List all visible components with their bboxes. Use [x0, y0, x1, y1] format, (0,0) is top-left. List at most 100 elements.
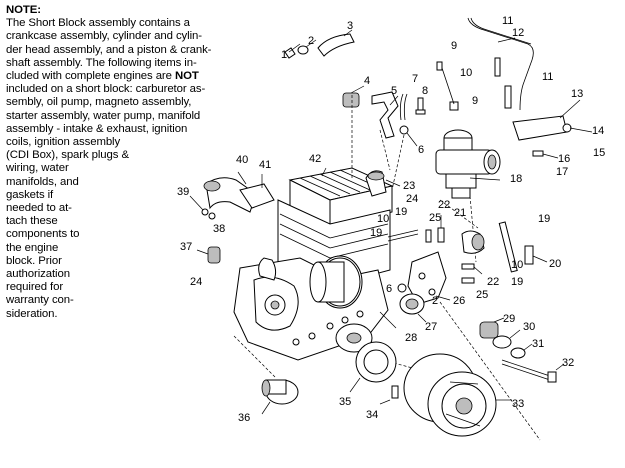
note-line: cluded with complete engines are NOT: [6, 70, 199, 83]
callout-4: 4: [364, 75, 370, 87]
note-line: wiring, water: [6, 162, 69, 175]
note-line: The Short Block assembly contains a: [6, 17, 190, 30]
note-title: NOTE:: [6, 4, 41, 16]
callout-37: 37: [180, 241, 192, 253]
callout-38: 38: [213, 223, 225, 235]
screw-16: [532, 150, 559, 159]
note-line: block. Prior: [6, 254, 62, 267]
callout-23: 23: [403, 180, 415, 192]
callout-9b: 9: [472, 95, 478, 107]
clamp-39: [189, 195, 216, 220]
callout-12: 12: [512, 27, 524, 39]
note-line: authorization: [6, 268, 70, 281]
callout-16: 16: [558, 153, 570, 165]
callout-20: 20: [549, 258, 561, 270]
callout-17: 17: [556, 166, 568, 178]
callout-40: 40: [236, 154, 248, 166]
callout-7: 7: [412, 73, 418, 85]
callout-27: 27: [425, 321, 437, 333]
plate-26: [407, 251, 451, 305]
callout-8: 8: [422, 85, 428, 97]
callout-32: 32: [562, 357, 574, 369]
note-text: NOTE: The Short Block assembly contains …: [6, 4, 271, 321]
note-line: der head assembly, and a piston & crank-: [6, 43, 212, 56]
callout-14: 14: [592, 125, 604, 137]
note-line: coils, ignition assembly: [6, 136, 121, 149]
callout-29: 29: [503, 313, 515, 325]
bolt-22a: [437, 215, 445, 243]
stud-10: [387, 229, 419, 242]
clutch-33: [403, 353, 512, 437]
callout-19b: 19: [395, 206, 407, 218]
note-line: required for: [6, 281, 64, 294]
callout-42: 42: [309, 153, 321, 165]
mount-4: [342, 85, 365, 108]
throttle-cable-11: [467, 17, 534, 111]
callout-2b: 2: [432, 295, 438, 307]
callout-25b: 25: [476, 289, 488, 301]
washer-6: [399, 125, 418, 147]
callout-33: 33: [512, 398, 524, 410]
callout-34: 34: [366, 409, 378, 421]
note-line: starter assembly, water pump, manifold: [6, 109, 201, 122]
callout-1: 1: [281, 49, 287, 61]
callout-10b: 10: [377, 213, 389, 225]
callout-10c: 10: [511, 259, 523, 271]
note-line: crankcase assembly, cylinder and cylin-: [6, 30, 202, 43]
bolt-22b: [461, 263, 483, 275]
note-line: warranty con-: [6, 294, 74, 307]
bolt-25a: [425, 229, 432, 243]
note-line: included on a short block: carburetor as…: [6, 83, 206, 96]
bracket-13: [512, 99, 581, 141]
note-line: needed to at-: [6, 202, 72, 215]
note-line: assembly - intake & exhaust, ignition: [6, 122, 188, 135]
callout-19a: 19: [538, 213, 550, 225]
note-line: (CDI Box), spark plugs &: [6, 149, 129, 162]
callout-5: 5: [391, 85, 397, 97]
bolt-25b: [461, 277, 475, 284]
bracket-3: [317, 29, 355, 57]
callout-39: 39: [177, 186, 189, 198]
callout-18: 18: [510, 173, 522, 185]
nut-31: [510, 343, 533, 359]
note-line: manifolds, and: [6, 175, 79, 188]
callout-21: 21: [454, 207, 466, 219]
intake-boot-40: [203, 171, 257, 213]
callout-35: 35: [339, 396, 351, 408]
washer-6b: [397, 283, 407, 293]
screw-14: [562, 123, 593, 133]
washer-30: [492, 329, 521, 349]
callout-25a: 25: [429, 212, 441, 224]
hose-37: [196, 246, 221, 264]
mount-29: [479, 317, 505, 339]
callout-30: 30: [523, 321, 535, 333]
note-line: sembly, oil pump, magneto assembly,: [6, 96, 192, 109]
callout-19c: 19: [511, 276, 523, 288]
note-line: tach these: [6, 215, 58, 228]
callout-36: 36: [238, 412, 250, 424]
carburetor: [435, 129, 501, 199]
note-line: the engine: [6, 241, 59, 254]
note-line: sideration.: [6, 307, 58, 320]
bolt-32: [501, 359, 565, 383]
washer-2: [297, 39, 317, 55]
callout-10a: 10: [460, 67, 472, 79]
note-line: shaft assembly. The following items in-: [6, 56, 197, 69]
callout-11a: 11: [502, 15, 513, 27]
starter-28: [309, 257, 397, 329]
hose-7: [399, 93, 408, 121]
callout-31: 31: [532, 338, 544, 350]
bolt-8: [415, 97, 426, 115]
strap-5: [371, 91, 399, 139]
manifold-41: [239, 174, 275, 209]
rod-19-10: [498, 221, 548, 273]
callout-11b: 11: [542, 71, 553, 83]
callout-41: 41: [259, 159, 271, 171]
callout-2: 2: [308, 35, 314, 47]
callout-24b: 24: [190, 276, 202, 288]
bolt-1: [284, 43, 301, 59]
note-line: gaskets if: [6, 188, 54, 201]
